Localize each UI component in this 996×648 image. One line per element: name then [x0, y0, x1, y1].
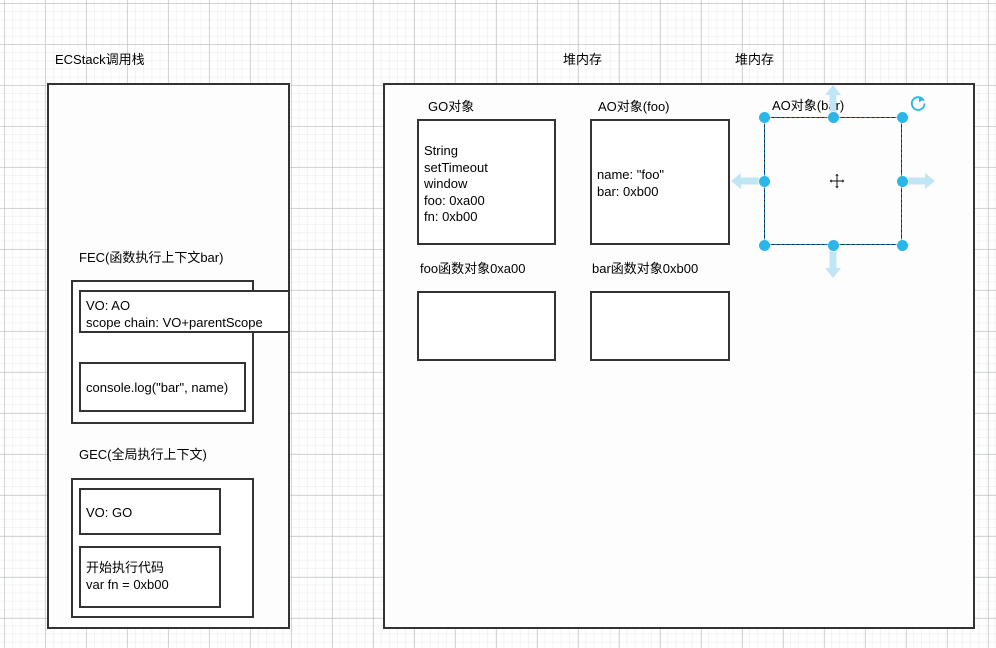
resize-handle-nw[interactable] [758, 111, 770, 123]
ao-foo-text: name: "foo" bar: 0xb00 [597, 167, 665, 199]
fec-label: FEC(函数执行上下文bar) [79, 250, 224, 265]
resize-handle-e[interactable] [896, 175, 908, 187]
section-label-heap-right: 堆内存 [735, 52, 775, 67]
gec-label: GEC(全局执行上下文) [79, 447, 207, 462]
gec-vo-box[interactable]: VO: GO [79, 488, 221, 535]
resize-handle-s[interactable] [827, 239, 839, 251]
foo-function-object-label: foo函数对象0xa00 [420, 261, 526, 276]
fec-code-box[interactable]: console.log("bar", name) [79, 362, 246, 412]
section-label-call-stack: ECStack调用栈 [55, 52, 145, 67]
section-label-heap-left: 堆内存 [563, 52, 603, 67]
bar-function-object-box[interactable] [590, 291, 730, 361]
fec-vo-text: VO: AO scope chain: VO+parentScope [86, 298, 263, 330]
go-object-label: GO对象 [428, 99, 475, 114]
resize-handle-se[interactable] [896, 239, 908, 251]
ao-foo-box[interactable]: name: "foo" bar: 0xb00 [590, 119, 730, 245]
foo-function-object-box[interactable] [417, 291, 556, 361]
arrow-down-icon[interactable] [824, 249, 842, 279]
go-object-text: String setTimeout window foo: 0xa00 fn: … [424, 143, 488, 224]
rotate-icon[interactable] [910, 95, 927, 112]
arrow-up-icon[interactable] [824, 84, 842, 114]
move-icon[interactable] [828, 172, 846, 190]
resize-handle-n[interactable] [827, 111, 839, 123]
ao-foo-label: AO对象(foo) [598, 99, 670, 114]
ao-bar-label: AO对象(bar) [772, 98, 845, 113]
arrow-right-icon[interactable] [906, 172, 936, 190]
go-object-box[interactable]: String setTimeout window foo: 0xa00 fn: … [417, 119, 556, 245]
gec-code-text: 开始执行代码 var fn = 0xb00 [86, 560, 169, 592]
resize-handle-ne[interactable] [896, 111, 908, 123]
resize-handle-sw[interactable] [758, 239, 770, 251]
gec-code-box[interactable]: 开始执行代码 var fn = 0xb00 [79, 546, 221, 608]
fec-code-text: console.log("bar", name) [86, 380, 229, 395]
resize-handle-w[interactable] [758, 175, 770, 187]
arrow-left-icon[interactable] [730, 172, 760, 190]
bar-function-object-label: bar函数对象0xb00 [592, 261, 699, 276]
gec-vo-text: VO: GO [86, 505, 133, 520]
fec-vo-box[interactable]: VO: AO scope chain: VO+parentScope [79, 290, 290, 333]
